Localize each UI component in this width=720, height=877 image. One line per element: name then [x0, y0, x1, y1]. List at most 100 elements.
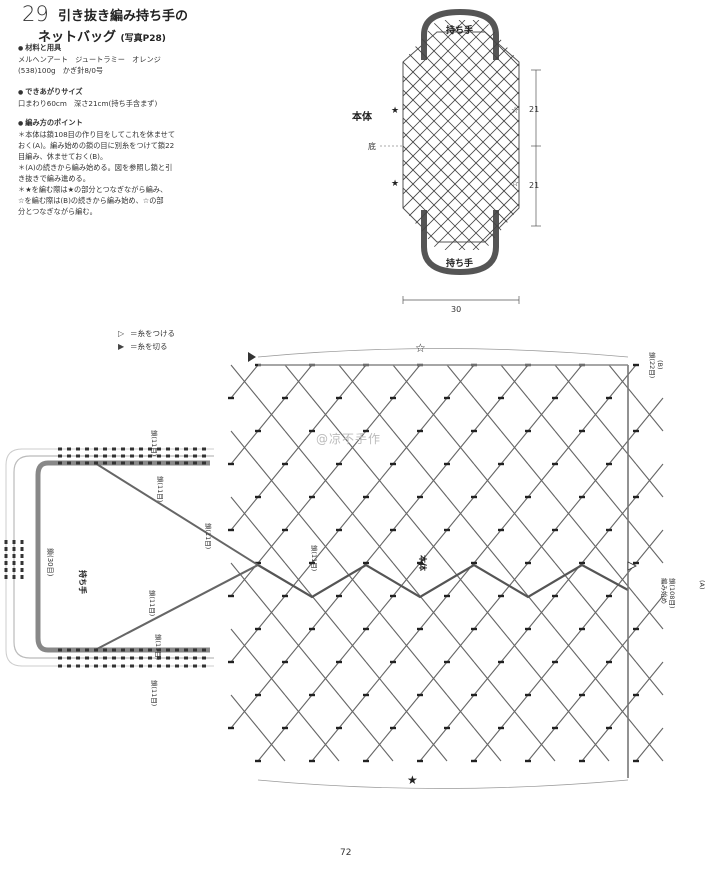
- chart-slip-stitch: [228, 594, 234, 598]
- chart-chain-segment: [311, 661, 340, 696]
- chart-chain-segment: [392, 562, 421, 597]
- star-open-marker: ☆: [415, 341, 426, 355]
- handle-stitch-dot: [112, 656, 116, 660]
- chart-slip-stitch: [255, 759, 261, 763]
- chart-slip-stitch: [444, 462, 450, 466]
- handle-stitch-dot: [193, 454, 197, 458]
- chart-chain-segment: [635, 397, 664, 432]
- handle-join-line: [94, 462, 259, 566]
- handle-stitch-dot: [103, 461, 107, 465]
- legend-attach: ＝糸をつける: [130, 328, 175, 338]
- handle-stitch-dot: [193, 648, 197, 652]
- handle-stitch-dot: [166, 447, 170, 451]
- chart-slip-stitch: [309, 561, 315, 565]
- photo-reference: (写真P28): [120, 34, 166, 44]
- handle-dot-rows: [4, 447, 206, 668]
- chart-chain-segment: [392, 628, 421, 663]
- materials-section: 材料と用具 メルヘンアート ジュートラミー オレンジ (538)100g かぎ針…: [18, 42, 238, 76]
- chart-slip-stitch: [525, 429, 531, 433]
- chart-slip-stitch: [390, 594, 396, 598]
- chart-chain-segment: [635, 463, 664, 498]
- chart-chain-segment: [581, 529, 610, 564]
- handle-stitch-dot: [148, 648, 152, 652]
- chart-slip-stitch: [552, 660, 558, 664]
- chart-slip-stitch: [336, 594, 342, 598]
- handle-stitch-dot: [139, 447, 143, 451]
- bottom-fold-zigzag: [257, 563, 629, 599]
- handle-stitch-dot: [175, 664, 179, 668]
- chart-slip-stitch: [444, 594, 450, 598]
- chart-slip-stitch: [363, 693, 369, 697]
- handle-stitch-dot: [67, 648, 71, 652]
- schematic-star-filled: ★: [391, 179, 399, 189]
- handle-stitch-dot: [166, 648, 170, 652]
- chart-slip-stitch: [417, 561, 423, 565]
- handle-stitch-dot: [130, 461, 134, 465]
- start-arrow: [248, 352, 256, 362]
- chart-chain-segment: [446, 364, 475, 399]
- chart-chain-segment: [311, 529, 340, 564]
- start-a-label: (A): [698, 580, 706, 590]
- chart-chain-segment: [581, 727, 610, 762]
- chart-slip-stitch: [525, 495, 531, 499]
- handle-stitch-dot: [121, 648, 125, 652]
- chart-chain-segment: [419, 529, 448, 564]
- handle-stitch-dot: [58, 447, 62, 451]
- schematic-net-line: [403, 20, 508, 250]
- chart-slip-stitch: [309, 495, 315, 499]
- chart-slip-stitch: [552, 594, 558, 598]
- schematic-net-line: [430, 20, 519, 250]
- chart-chain-segment: [500, 364, 529, 399]
- chart-slip-stitch: [228, 462, 234, 466]
- schematic-handle-bottom: [421, 210, 499, 276]
- chart-slip-stitch: [579, 759, 585, 763]
- chart-slip-stitch: [336, 726, 342, 730]
- chart-chain-segment: [338, 694, 367, 729]
- handle-stitch-dot: [175, 447, 179, 451]
- chart-chain-segment: [284, 562, 313, 597]
- chart-slip-stitch: [417, 693, 423, 697]
- chart-slip-stitch: [255, 429, 261, 433]
- handle-stitch-dot: [85, 461, 89, 465]
- schematic-net-line: [458, 20, 519, 250]
- handle-stitch-dot: [67, 461, 71, 465]
- handle-stitch-dot: [112, 454, 116, 458]
- chart-knots: [228, 363, 639, 763]
- chart-slip-stitch: [255, 561, 261, 565]
- chart-slip-stitch: [282, 396, 288, 400]
- handle-stitch-dot: [76, 648, 80, 652]
- handle-stitch-dot: [20, 568, 24, 572]
- chain-11-label: 鎖(11目): [154, 634, 163, 660]
- chart-slip-stitch: [417, 759, 423, 763]
- schematic-dim-upper: 21: [529, 105, 539, 114]
- handle-stitch-dot: [202, 447, 206, 451]
- handle-stitch-dot: [67, 656, 71, 660]
- chart-slip-stitch: [228, 726, 234, 730]
- chart-slip-stitch: [579, 693, 585, 697]
- chart-slip-stitch: [498, 594, 504, 598]
- handle-stitch-dot: [20, 575, 24, 579]
- chart-slip-stitch: [282, 594, 288, 598]
- schematic-net-line: [403, 20, 519, 250]
- handle-stitch-dot: [166, 454, 170, 458]
- chart-slip-stitch: [417, 627, 423, 631]
- handle-stitch-dot: [12, 568, 16, 572]
- handle-stitch-dot: [4, 554, 8, 558]
- schematic-net-line: [444, 20, 519, 250]
- handle-stitch-dot: [157, 454, 161, 458]
- handle-stitch-dot: [184, 461, 188, 465]
- schematic-handle-bottom-label: 持ち手: [446, 257, 473, 269]
- handle-stitch-dot: [148, 454, 152, 458]
- chart-slip-stitch: [390, 462, 396, 466]
- handle-stitch-dot: [112, 461, 116, 465]
- chart-slip-stitch: [390, 528, 396, 532]
- chart-slip-stitch: [228, 660, 234, 664]
- chain-11-label: 鎖(11目): [310, 545, 319, 571]
- handle-stitch-dot: [12, 554, 16, 558]
- chart-chain-segment: [257, 463, 286, 498]
- chart-chain-segment: [257, 397, 286, 432]
- chart-slip-stitch: [633, 495, 639, 499]
- chart-chain-segment: [392, 430, 421, 465]
- chart-chain-segment: [581, 595, 610, 630]
- schematic-net-line: [403, 20, 466, 250]
